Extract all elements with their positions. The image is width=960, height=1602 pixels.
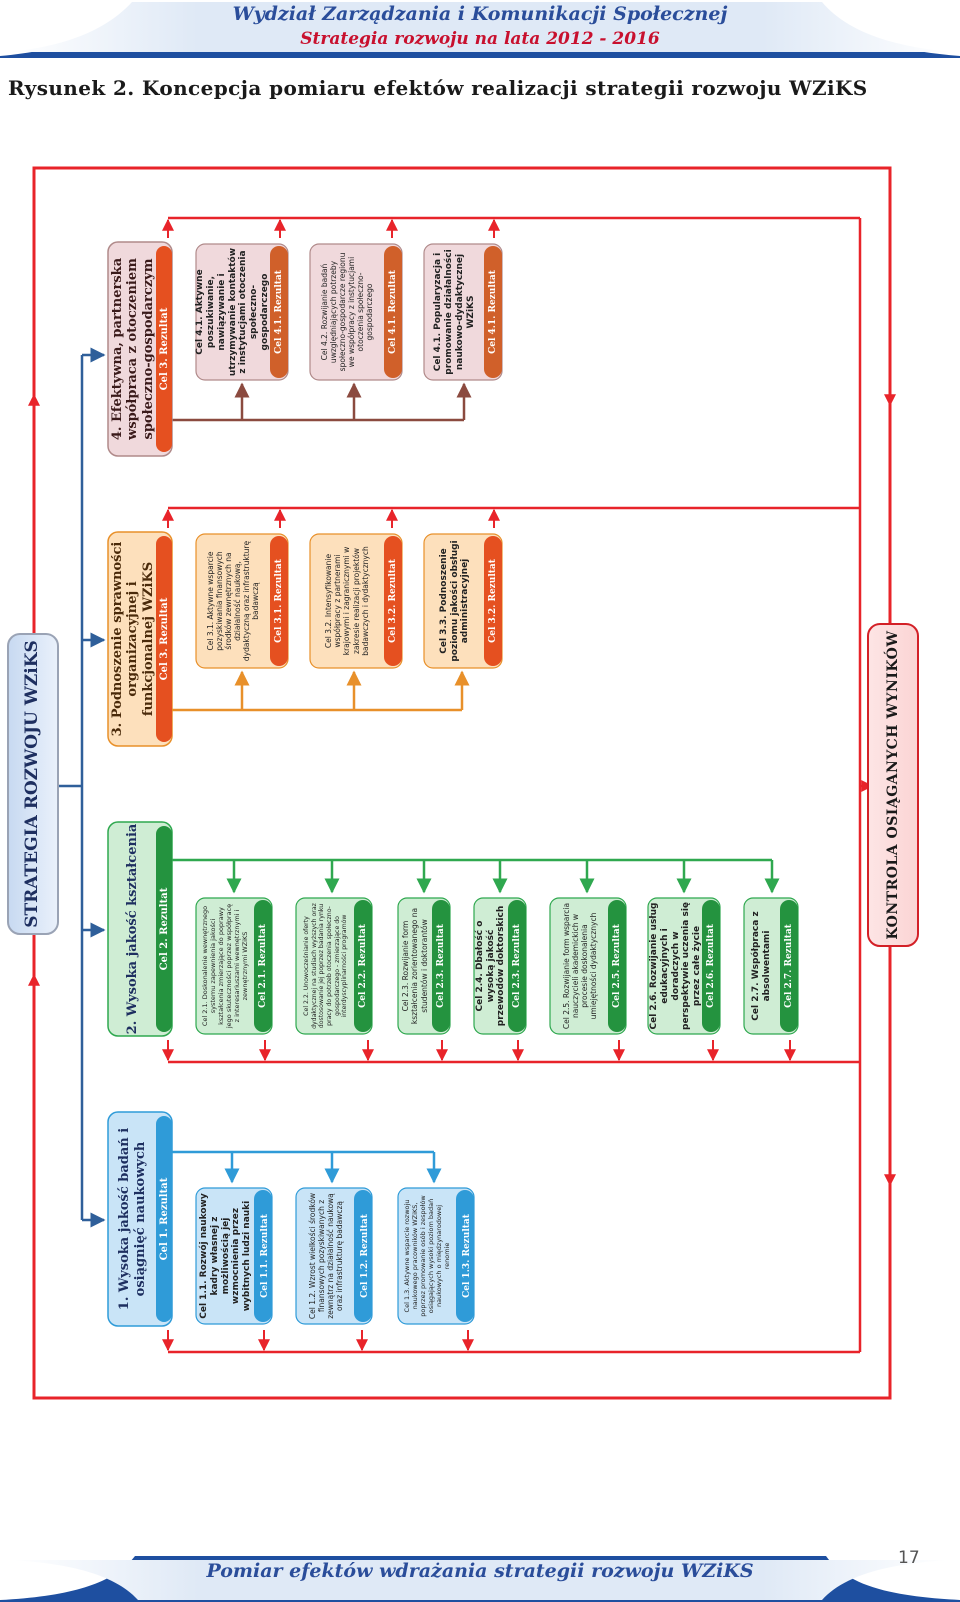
goal-4-result: Cel 3. Rezultat (158, 307, 170, 391)
subgoal-3-1: Cel 3.1. Aktywne wsparcie pozyskiwania f… (205, 540, 261, 662)
header-banner (0, 2, 960, 58)
subgoal-1-2: Cel 1.2. Wzrost wielkości środków finans… (307, 1192, 345, 1320)
subgoal-1-3: Cel 1.3. Aktywne wsparcie rozwoju naukow… (403, 1195, 451, 1317)
subgoal-3-2: Cel 3.2. Intensyfikowanie współpracy z p… (324, 546, 370, 656)
subgoal-4-2-result: Cel 4.1. Rezultat (388, 270, 398, 354)
goal-3-title: 3. Podnoszenie sprawności organizacyjnej… (109, 541, 156, 737)
goal-3-subgoals (195, 533, 503, 669)
subgoal-1-1: Cel 1.1. Rozwój naukowy kadry własnej z … (198, 1193, 253, 1319)
subgoal-2-2: Cel 2.2. Unowocześnianie oferty dydaktyc… (303, 903, 349, 1029)
header-subtitle: Strategia rozwoju na lata 2012 - 2016 (300, 29, 660, 49)
footer-banner (0, 1556, 960, 1602)
subgoal-2-1-result: Cel 2.1. Rezultat (258, 924, 268, 1008)
subgoal-2-7: Cel 2.7. Współpraca z absolwentami (751, 911, 772, 1021)
subgoal-1-1-result: Cel 1.1. Rezultat (260, 1214, 270, 1298)
goal-3-result: Cel 3. Rezultat (158, 597, 170, 681)
subgoal-2-5: Cel 2.5. Rozwijanie form wsparcia nauczy… (561, 902, 599, 1030)
subgoal-1-2-result: Cel 1.2. Rezultat (360, 1214, 370, 1298)
subgoal-4-2: Cel 4.2. Rozwijanie badań uwzględniający… (319, 252, 375, 372)
subgoal-2-2-result: Cel 2.2. Rezultat (358, 924, 368, 1008)
header-title: Wydział Zarządzania i Komunikacji Społec… (232, 3, 728, 25)
subgoal-2-4-result: Cel 2.3. Rezultat (512, 924, 522, 1008)
goal-2-title: 2. Wysoka jakość kształcenia (125, 823, 141, 1035)
control-label: KONTROLA OSIĄGANYCH WYNIKÓW (885, 630, 901, 940)
goal-1-subgoals (195, 1187, 475, 1325)
goal-1-title: 1. Wysoka jakość badań i osiągnięć nauko… (117, 1127, 148, 1311)
control-box (867, 623, 919, 947)
subgoal-3-2-result: Cel 3.2. Rezultat (388, 559, 398, 643)
goal-1-result: Cel 1. Rezultat (158, 1177, 170, 1261)
strategy-label: STRATEGIA ROZWOJU WZiKS (22, 640, 43, 928)
page-number: 17 (898, 1548, 920, 1568)
subgoal-4-1-result: Cel 4.1. Rezultat (274, 270, 284, 354)
subgoal-4-1: Cel 4.1. Aktywne poszukiwanie, nawiązywa… (194, 247, 271, 377)
subgoal-2-3-result: Cel 2.3. Rezultat (436, 924, 446, 1008)
subgoal-2-4: Cel 2.4. Dbałość o wysoką jakość przewod… (474, 905, 507, 1027)
goal-2-subgoals (195, 897, 799, 1035)
goal-2-result: Cel 2. Rezultat (158, 887, 170, 971)
figure-caption: Rysunek 2. Koncepcja pomiaru efektów rea… (8, 76, 868, 100)
subgoal-2-6-result: Cel 2.6. Rezultat (706, 924, 716, 1008)
subgoal-2-6: Cel 2.6. Rozwijanie usług edukacyjnych i… (648, 901, 703, 1030)
subgoal-2-5-result: Cel 2.5. Rezultat (612, 924, 622, 1008)
subgoal-3-3: Cel 3.3. Podnoszenie poziomu jakości obs… (438, 540, 471, 662)
subgoal-2-1: Cel 2.1. Doskonalenie wewnętrznego syste… (201, 903, 249, 1029)
strategy-box (7, 633, 59, 935)
goal-4-title: 4. Efektywna, partnerska współpraca z ot… (109, 257, 156, 441)
subgoal-2-7-result: Cel 2.7. Rezultat (784, 924, 794, 1008)
footer-text: Pomiar efektów wdrażania strategii rozwo… (206, 1560, 754, 1582)
subgoal-2-3: Cel 2.3. Rozwijanie form kształcenia zor… (401, 907, 429, 1025)
subgoal-3-3-result: Cel 3.2. Rezultat (488, 559, 498, 643)
goal-4-subgoals (195, 243, 503, 381)
subgoal-3-1-result: Cel 3.1. Rezultat (274, 559, 284, 643)
subgoal-4-3: Cel 4.1. Popularyzacja i promowanie dzia… (433, 249, 476, 375)
subgoal-4-3-result: Cel 4.1. Rezultat (488, 270, 498, 354)
subgoal-1-3-result: Cel 1.3. Rezultat (462, 1214, 472, 1298)
